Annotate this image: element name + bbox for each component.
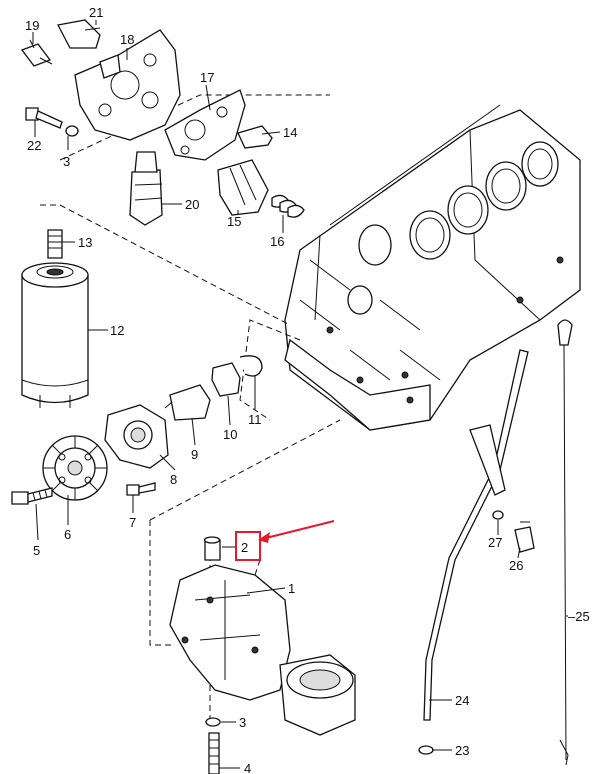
highlight-arrow [265, 520, 335, 539]
callout-6: 6 [64, 527, 71, 542]
callout-8: 8 [170, 472, 177, 487]
callout-7: 7 [129, 515, 136, 530]
leader-lines [32, 20, 568, 769]
callout-20: 20 [185, 197, 199, 212]
callout-14: 14 [283, 125, 297, 140]
callout-25: –25 [568, 609, 590, 624]
sprocket-gear [42, 435, 108, 501]
callout-12: 12 [110, 323, 124, 338]
bracket-14 [237, 125, 273, 149]
oil-filter [21, 229, 89, 408]
callout-1: 1 [288, 581, 295, 596]
callout-4: 4 [244, 761, 251, 774]
callout-19: 19 [25, 18, 39, 33]
washer-27 [492, 510, 504, 520]
washer-3-top [65, 125, 79, 137]
bolt-22 [25, 107, 63, 129]
engine-block [284, 104, 581, 431]
plug-10 [211, 362, 241, 397]
oil-pump-1 [169, 564, 356, 736]
highlight-box [235, 531, 261, 561]
highlight-arrowhead [258, 532, 270, 543]
callout-5: 5 [33, 543, 40, 558]
washer-3-bottom [205, 717, 221, 727]
sleeve-2 [203, 536, 221, 561]
callout-13: 13 [78, 235, 92, 250]
callout-10: 10 [223, 427, 237, 442]
bolt-5 [11, 487, 53, 505]
callout-24: 24 [455, 693, 469, 708]
callout-27: 27 [488, 535, 502, 550]
bolt-26 [514, 521, 535, 553]
callout-11: 11 [248, 412, 262, 427]
sender-21 [57, 19, 101, 49]
callout-16: 16 [270, 234, 284, 249]
dipstick-tube-24 [423, 349, 529, 721]
pump-housing-8 [104, 404, 169, 469]
water-pump-assembly [74, 29, 181, 141]
callout-23: 23 [455, 743, 469, 758]
callout-17: 17 [200, 70, 214, 85]
gasket-17 [164, 89, 246, 161]
callout-18: 18 [120, 32, 134, 47]
callout-labels: 1 2 3 3 4 5 6 7 8 9 10 11 12 13 14 15 16… [25, 5, 590, 774]
highlight-marker [235, 520, 335, 561]
stud-4 [208, 732, 220, 774]
callout-26: 26 [509, 558, 523, 573]
washer-23 [418, 745, 434, 755]
dipstick-25 [557, 319, 573, 766]
pump-20 [129, 151, 163, 226]
sensor-9 [164, 384, 211, 421]
clip-11 [239, 355, 263, 377]
sender-19 [20, 39, 53, 67]
callout-9: 9 [191, 447, 198, 462]
thermostat-15 [217, 159, 269, 216]
spring-16 [271, 194, 305, 218]
callout-3-bottom: 3 [239, 715, 246, 730]
callout-15: 15 [227, 214, 241, 229]
callout-22: 22 [27, 138, 41, 153]
callout-2: 2 [241, 540, 248, 555]
callout-21: 21 [89, 5, 103, 20]
bolt-7 [126, 482, 156, 496]
callout-3-top: 3 [63, 154, 70, 169]
